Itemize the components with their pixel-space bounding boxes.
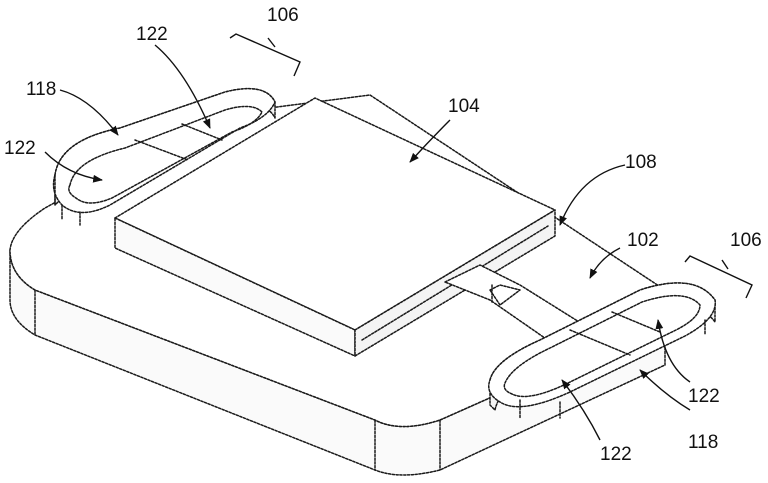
handle-left [52, 87, 276, 226]
arrow-108 [559, 164, 626, 226]
label-122-top: 122 [136, 24, 168, 45]
bracket-106-right [684, 255, 753, 299]
bracket-106-right-tick [721, 259, 729, 270]
label-104: 104 [448, 96, 480, 117]
bracket-106-left-tick [267, 37, 276, 48]
arrow-122-bottom [561, 379, 601, 441]
label-106-right: 106 [730, 230, 762, 251]
bracket-106-left [229, 33, 301, 77]
handle-right [488, 282, 716, 419]
label-122-bottom: 122 [600, 444, 632, 465]
label-118-right: 118 [688, 432, 718, 453]
label-106-top: 106 [267, 5, 299, 26]
arrow-118-left [59, 89, 119, 136]
label-122-right: 122 [688, 386, 720, 407]
label-118-left: 118 [26, 79, 56, 100]
arrow-104 [409, 119, 451, 163]
arrow-122-left [44, 151, 103, 183]
label-102: 102 [627, 230, 659, 251]
arrow-122-right [655, 319, 691, 383]
arrow-118-right [639, 369, 691, 411]
label-108: 108 [625, 152, 657, 173]
label-122-left: 122 [4, 138, 36, 159]
arrow-122-top [154, 44, 211, 129]
arrow-102 [589, 247, 621, 279]
